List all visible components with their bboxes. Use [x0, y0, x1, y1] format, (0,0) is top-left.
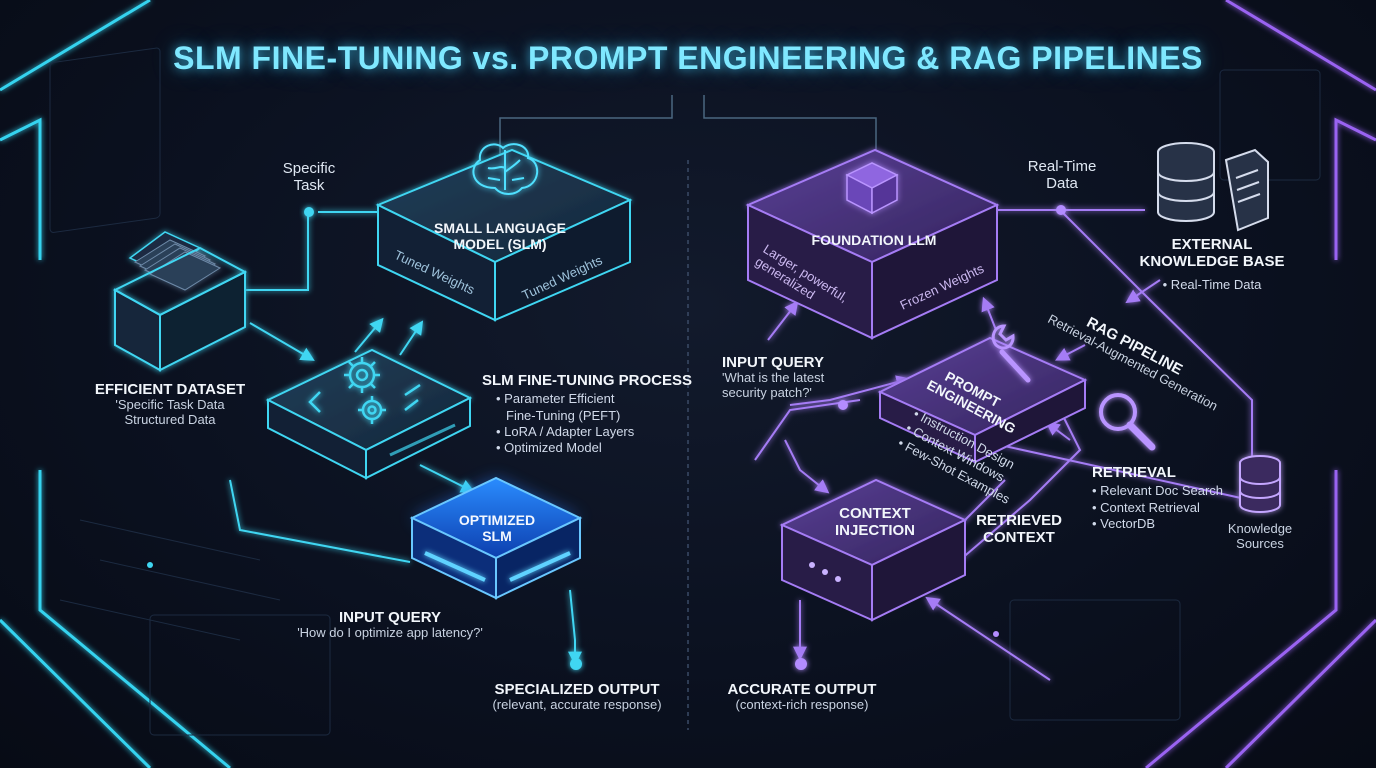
brain-icon	[472, 143, 538, 195]
node-accurate-output	[795, 658, 807, 670]
context-injection-box	[779, 478, 968, 622]
slm-box	[375, 148, 633, 322]
node-specialized-output	[570, 658, 582, 670]
magnifier-icon	[1099, 393, 1156, 451]
accurate-output: ACCURATE OUTPUT (context-rich response)	[727, 681, 877, 713]
optimized-slm-box	[409, 476, 583, 600]
node-input-query-right	[838, 400, 848, 410]
node-real-time	[1056, 205, 1066, 215]
title-connector	[499, 95, 877, 165]
cube-icon	[845, 162, 899, 215]
efficient-dataset: EFFICIENT DATASET 'Specific Task Data St…	[94, 381, 246, 428]
node-left-small	[147, 562, 153, 568]
left-connectors	[219, 211, 582, 666]
node-specific-task	[304, 207, 314, 217]
fine-tuning-process: SLM FINE-TUNING PROCESS Parameter Effici…	[482, 372, 692, 456]
process-box	[265, 348, 473, 480]
folder-icon	[112, 231, 248, 372]
database-icon	[1157, 142, 1215, 222]
specialized-output: SPECIALIZED OUTPUT (relevant, accurate r…	[492, 681, 662, 713]
frame-left	[0, 0, 231, 768]
retrieval: RETRIEVAL Relevant Doc Search Context Re…	[1092, 464, 1223, 532]
document-icon	[1224, 148, 1269, 232]
gears-icon	[308, 357, 421, 424]
external-knowledge-base: EXTERNAL KNOWLEDGE BASE Real-Time Data	[1139, 236, 1284, 293]
wrench-icon	[991, 324, 1031, 383]
knowledge-sources-icon	[1239, 455, 1281, 513]
page-title: SLM FINE-TUNING vs. PROMPT ENGINEERING &…	[173, 40, 1203, 76]
background-panels	[49, 47, 1321, 736]
foundation-llm-title: FOUNDATION LLM	[811, 232, 937, 248]
right-input-query: INPUT QUERY 'What is the latest security…	[722, 354, 825, 401]
left-input-query: INPUT QUERY 'How do I optimize app laten…	[297, 609, 483, 641]
frame-right	[1145, 0, 1376, 768]
node-right-small	[993, 631, 999, 637]
